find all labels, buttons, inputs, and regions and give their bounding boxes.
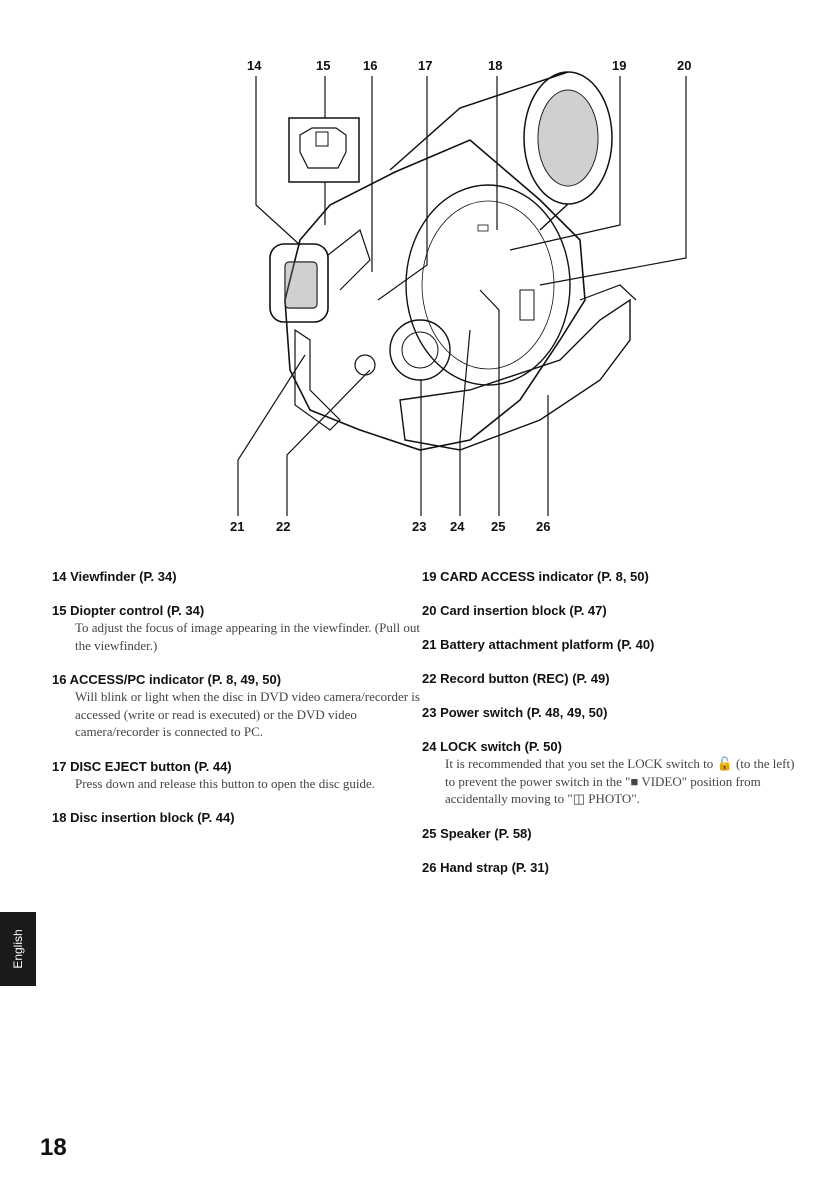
entry-title: 18 Disc insertion block (P. 44) (52, 810, 235, 825)
disc-cover (405, 184, 571, 386)
entry-speaker: 25 Speaker (P. 58) (422, 825, 802, 842)
entry-hand-strap: 26 Hand strap (P. 31) (422, 859, 802, 876)
entry-title: 16 ACCESS/PC indicator (P. 8, 49, 50) (52, 672, 282, 687)
entry-diopter-control: 15 Diopter control (P. 34) To adjust the… (52, 602, 422, 654)
callout-16: 16 (363, 58, 378, 73)
callout-17: 17 (418, 58, 433, 73)
description-column-left: 14 Viewfinder (P. 34) 15 Diopter control… (52, 568, 422, 843)
camcorder-body (284, 139, 586, 451)
callout-26: 26 (536, 519, 551, 534)
language-tab-label: English (11, 929, 25, 969)
entry-title: 15 Diopter control (P. 34) (52, 603, 205, 618)
power-dial (389, 319, 451, 381)
callout-25: 25 (491, 519, 506, 534)
leader-line-22 (286, 369, 371, 516)
leader-line-20 (539, 76, 687, 286)
leader-line-17 (377, 76, 428, 301)
entry-access-pc-indicator: 16 ACCESS/PC indicator (P. 8, 49, 50) Wi… (52, 671, 422, 741)
entry-lock-switch: 24 LOCK switch (P. 50) It is recommended… (422, 738, 802, 808)
entry-record-button: 22 Record button (REC) (P. 49) (422, 670, 802, 687)
hand-strap (399, 298, 631, 451)
entry-power-switch: 23 Power switch (P. 48, 49, 50) (422, 704, 802, 721)
callout-24: 24 (450, 519, 465, 534)
diopter-inset (288, 117, 360, 183)
callout-21: 21 (230, 519, 245, 534)
callout-22: 22 (276, 519, 291, 534)
callout-19: 19 (612, 58, 627, 73)
camcorder-illustration (237, 71, 687, 516)
callout-23: 23 (412, 519, 427, 534)
entry-description: Will blink or light when the disc in DVD… (75, 689, 420, 739)
callout-15: 15 (316, 58, 331, 73)
leader-line-24 (459, 329, 471, 516)
entry-description: To adjust the focus of image appearing i… (75, 620, 420, 653)
entry-title: 23 Power switch (P. 48, 49, 50) (422, 705, 608, 720)
entry-card-insertion-block: 20 Card insertion block (P. 47) (422, 602, 802, 619)
entry-title: 14 Viewfinder (P. 34) (52, 569, 177, 584)
leader-line-14 (255, 76, 301, 246)
leader-line-25 (479, 289, 500, 516)
entry-description: It is recommended that you set the LOCK … (445, 756, 795, 806)
callout-18: 18 (488, 58, 503, 73)
page-number: 18 (40, 1134, 67, 1161)
entry-disc-eject-button: 17 DISC EJECT button (P. 44) Press down … (52, 758, 422, 793)
viewfinder-eyecup (269, 243, 329, 323)
entry-title: 20 Card insertion block (P. 47) (422, 603, 607, 618)
leader-line-21 (237, 354, 306, 516)
entry-disc-insertion-block: 18 Disc insertion block (P. 44) (52, 809, 422, 826)
callout-14: 14 (247, 58, 262, 73)
entry-card-access-indicator: 19 CARD ACCESS indicator (P. 8, 50) (422, 568, 802, 585)
entry-viewfinder: 14 Viewfinder (P. 34) (52, 568, 422, 585)
leader-line-19 (509, 76, 621, 251)
entry-description: Press down and release this button to op… (75, 775, 376, 791)
callout-20: 20 (677, 58, 692, 73)
description-column-right: 19 CARD ACCESS indicator (P. 8, 50) 20 C… (422, 568, 802, 893)
entry-battery-attachment-platform: 21 Battery attachment platform (P. 40) (422, 636, 802, 653)
entry-title: 19 CARD ACCESS indicator (P. 8, 50) (422, 569, 649, 584)
language-tab: English (0, 912, 36, 986)
entry-title: 21 Battery attachment platform (P. 40) (422, 637, 655, 652)
entry-title: 25 Speaker (P. 58) (422, 825, 532, 841)
entry-title: 26 Hand strap (P. 31) (422, 859, 549, 875)
entry-title: 22 Record button (REC) (P. 49) (422, 671, 610, 686)
entry-title: 24 LOCK switch (P. 50) (422, 739, 562, 754)
entry-title: 17 DISC EJECT button (P. 44) (52, 758, 232, 774)
